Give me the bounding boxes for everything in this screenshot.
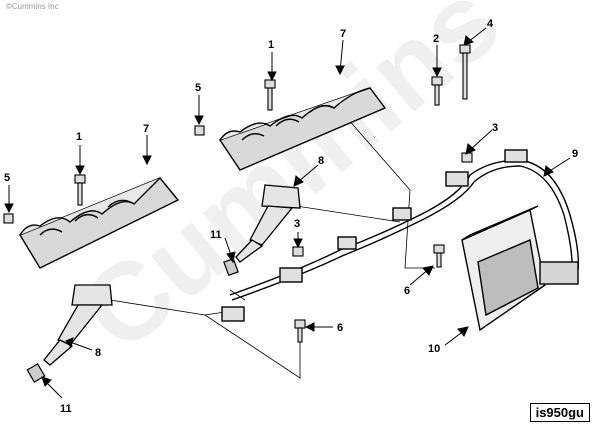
figure-id-label: is950gu xyxy=(529,403,590,422)
callout-1-right: 1 xyxy=(268,39,274,51)
callout-5-left: 5 xyxy=(4,172,10,184)
copyright-notice: ©Cummins Inc xyxy=(6,2,59,11)
callout-6-bottom: 6 xyxy=(337,322,343,334)
control-module xyxy=(461,205,579,332)
callout-arrows xyxy=(4,27,571,399)
nut-3-bottom xyxy=(292,246,304,257)
callout-1-left: 1 xyxy=(76,131,82,143)
gasket-right xyxy=(218,87,387,171)
ignition-coil-right xyxy=(235,184,301,263)
gasket-left xyxy=(18,177,180,269)
capscrew-1-right xyxy=(264,79,276,111)
callout-10: 10 xyxy=(428,343,440,355)
callout-7-left: 7 xyxy=(143,123,149,135)
callout-8-left: 8 xyxy=(95,347,101,359)
callout-11-right: 11 xyxy=(210,229,222,241)
screw-5-right xyxy=(194,125,205,136)
callout-labels: 1 1 2 3 3 4 5 5 6 6 7 7 8 8 9 10 11 11 xyxy=(4,18,578,415)
wiring-harness xyxy=(221,149,580,322)
screw-5-left xyxy=(3,213,14,224)
ignition-coil-left xyxy=(43,284,113,366)
callout-6-right: 6 xyxy=(404,285,410,297)
spark-plug-right xyxy=(223,257,239,277)
spark-plug-left xyxy=(26,363,46,383)
callout-3-bottom: 3 xyxy=(294,218,300,230)
callout-3-top: 3 xyxy=(492,122,498,134)
callout-2: 2 xyxy=(433,33,439,45)
callout-11-left: 11 xyxy=(60,403,72,415)
stud-6-left xyxy=(294,319,306,343)
nut-3-top xyxy=(461,152,473,163)
callout-4: 4 xyxy=(487,18,494,30)
capscrew-1-left xyxy=(74,174,86,206)
stud-6-right xyxy=(433,244,445,268)
callout-7-right: 7 xyxy=(340,28,346,40)
callout-8-right: 8 xyxy=(318,155,324,167)
callout-5-right: 5 xyxy=(195,82,201,94)
callout-9: 9 xyxy=(572,148,578,160)
